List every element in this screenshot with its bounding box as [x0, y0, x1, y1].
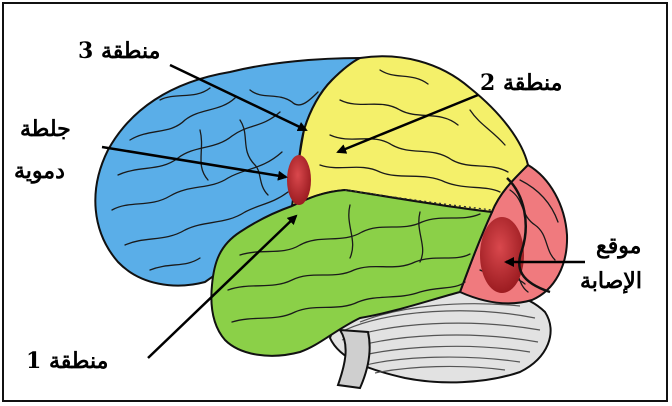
label-injury-line2: الإصابة — [580, 270, 642, 292]
injury-site-lesion — [480, 217, 524, 293]
label-region2: منطقة 2 — [480, 72, 562, 94]
label-injury-line1: موقع — [596, 235, 641, 257]
blood-clot-lesion — [287, 155, 311, 205]
label-clot-line1: جلطة — [20, 118, 71, 140]
label-region1: منطقة 1 — [26, 350, 108, 372]
label-region3: منطقة 3 — [78, 40, 160, 62]
label-clot-line2: دموية — [14, 160, 65, 182]
